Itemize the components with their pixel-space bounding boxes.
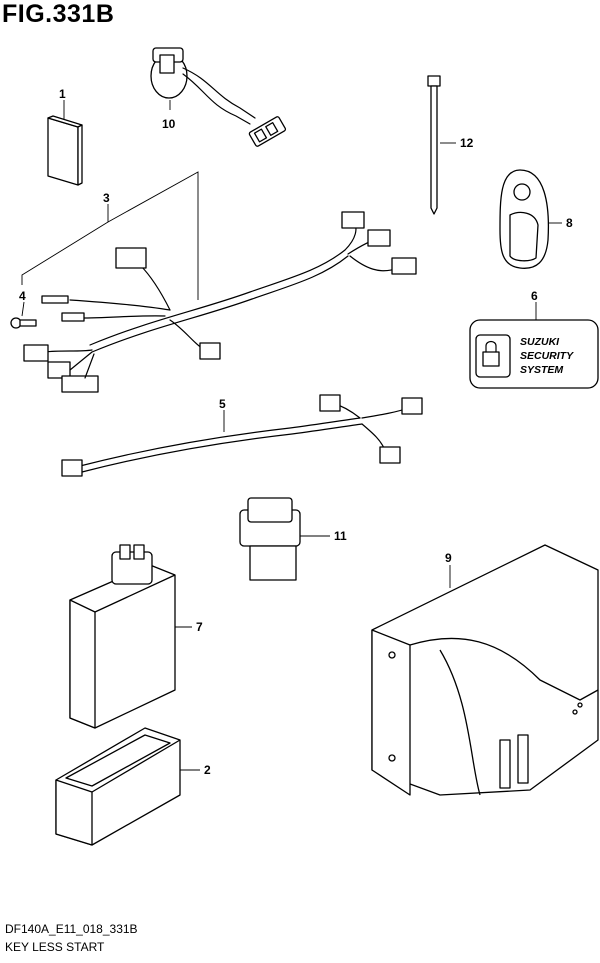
callout-10: 10 [162,117,176,131]
part-7-control-unit[interactable] [69,544,176,729]
part-3-main-harness[interactable] [23,211,417,393]
part-9-cover[interactable] [371,544,599,796]
part-4-screw[interactable] [10,317,37,329]
badge-line-2: SECURITY [520,350,574,362]
callout-9: 9 [445,551,452,565]
callout-7: 7 [196,620,203,634]
callout-5: 5 [219,397,226,411]
callout-8: 8 [566,216,573,230]
callout-12: 12 [460,136,474,150]
part-6-security-badge[interactable] [469,319,599,389]
part-11-relay[interactable] [239,497,301,581]
badge-line-3: SYSTEM [520,364,563,376]
callout-6: 6 [531,289,538,303]
callout-1: 1 [59,87,66,101]
callout-3: 3 [103,191,110,205]
part-10-connector-harness[interactable] [150,47,287,147]
badge-line-1: SUZUKI [520,336,560,348]
callout-11: 11 [334,529,347,543]
part-5-sub-harness[interactable] [61,394,423,477]
figure-code: DF140A_E11_018_331B [5,922,138,936]
part-8-key-fob[interactable] [499,169,550,269]
part-1-card[interactable] [47,115,83,186]
part-2-bracket-box[interactable] [55,727,181,846]
callout-2: 2 [204,763,211,777]
part-12-cable-tie[interactable] [427,75,441,215]
callout-4: 4 [19,289,26,303]
figure-caption: KEY LESS START [5,940,105,954]
figure-title: FIG.331B [2,0,115,28]
